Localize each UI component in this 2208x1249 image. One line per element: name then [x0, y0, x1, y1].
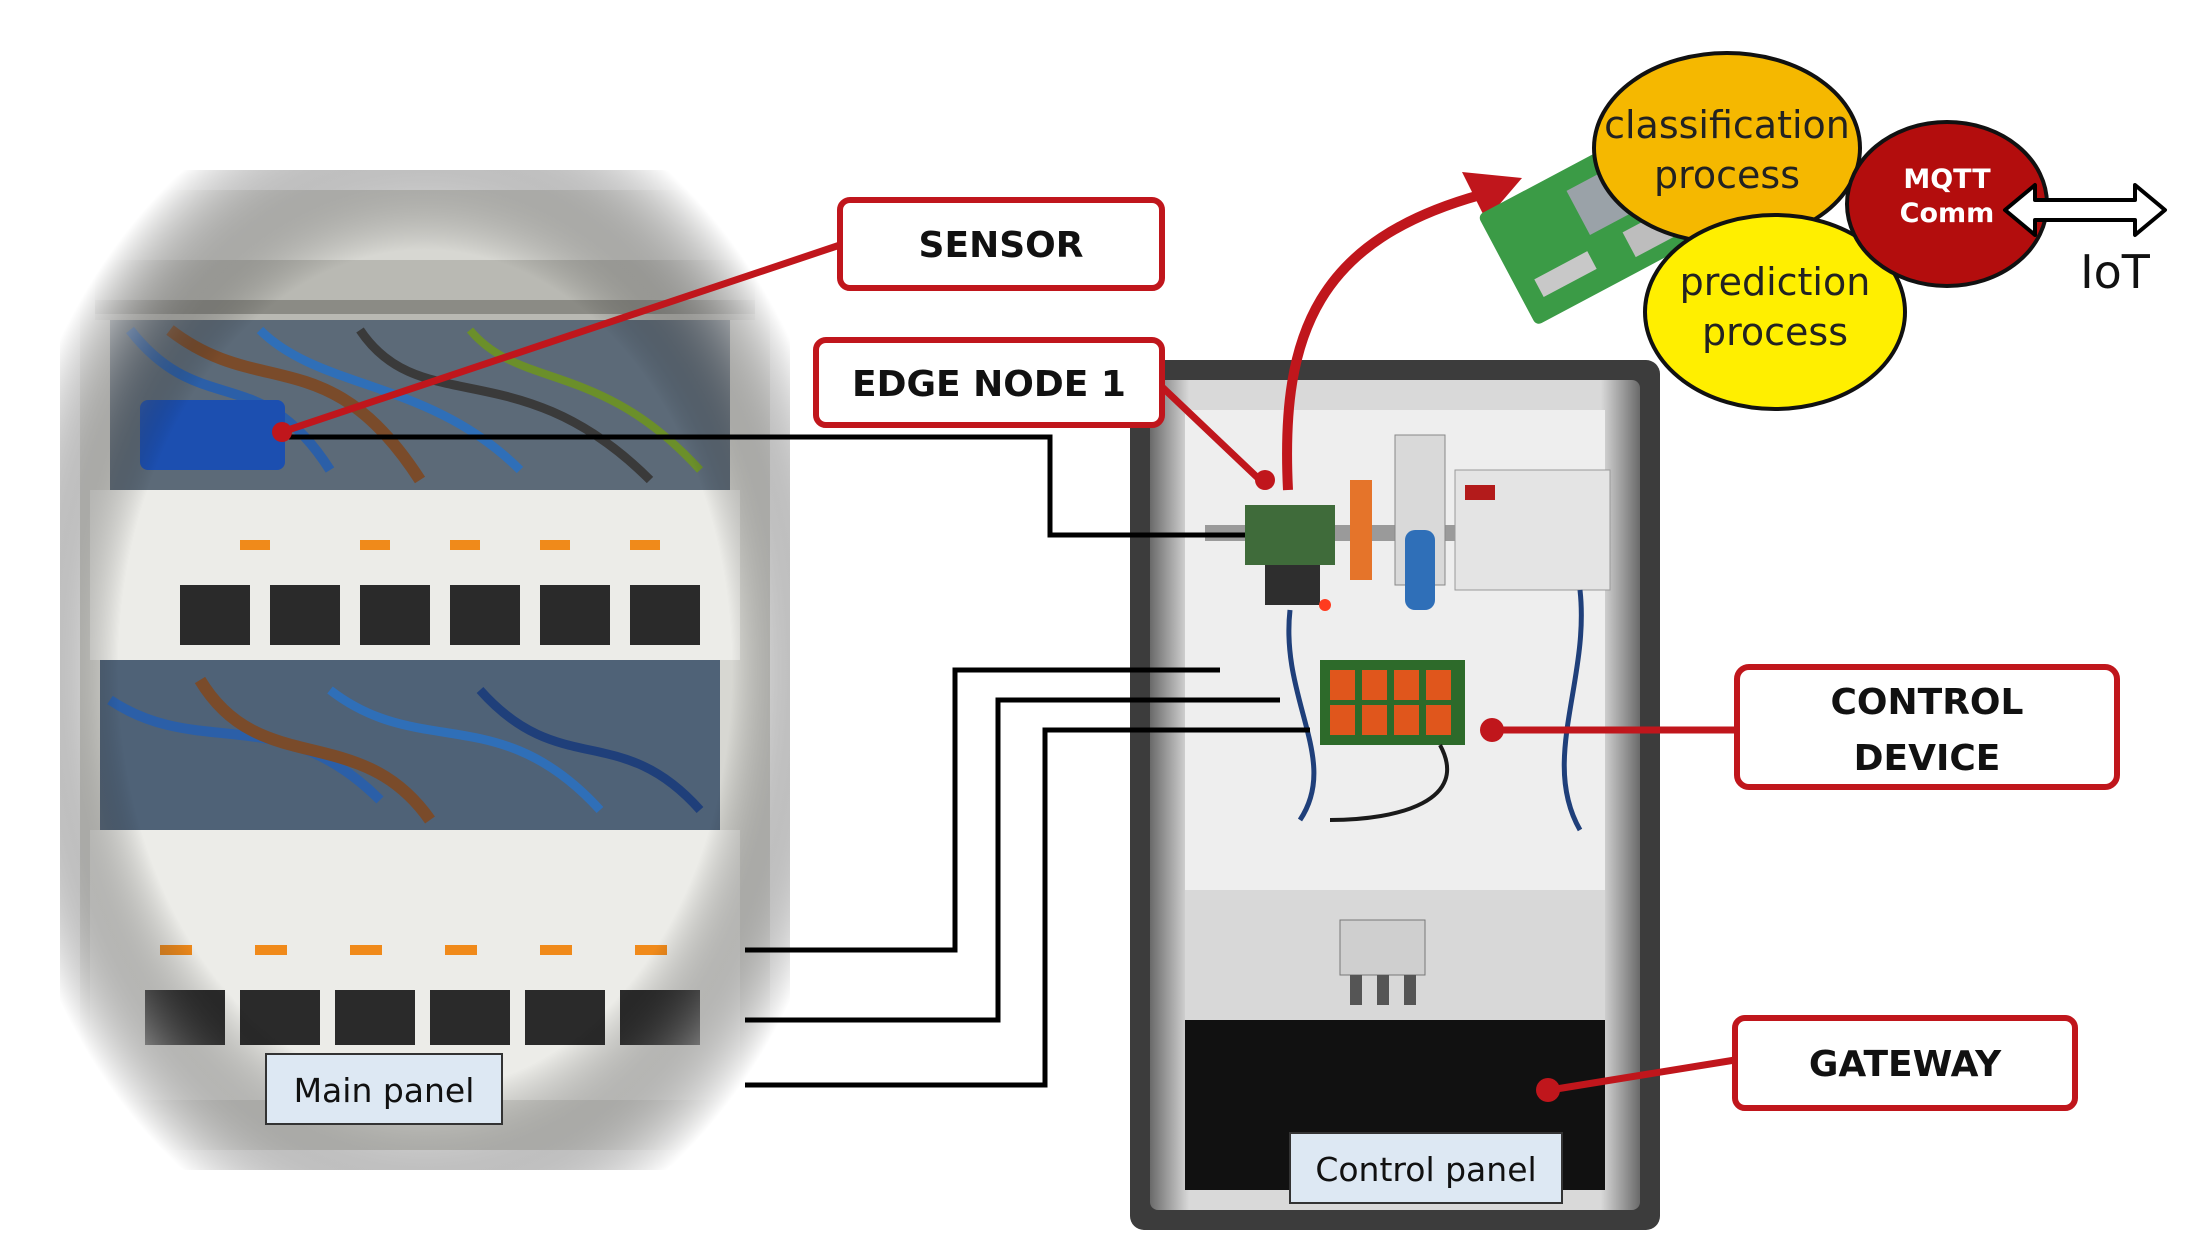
control-panel-photo	[1130, 360, 1660, 1230]
sensor-callout: SENSOR	[837, 197, 1165, 291]
connection-wires	[280, 434, 1310, 1088]
iot-label: IoT	[2080, 245, 2151, 299]
prediction-label-line2: process	[1702, 310, 1848, 354]
control-panel-caption-label: Control panel	[1315, 1150, 1536, 1189]
sensor-callout-label: SENSOR	[919, 225, 1084, 266]
mqtt-label-line2: Comm	[1900, 198, 1995, 229]
control-device-callout-line2: DEVICE	[1854, 738, 2001, 779]
iot-double-arrow-icon	[2003, 183, 2167, 237]
edge-node-callout-label: EDGE NODE 1	[852, 364, 1126, 405]
classification-label-line1: classification	[1604, 103, 1850, 147]
edge-node-callout: EDGE NODE 1	[813, 337, 1165, 428]
prediction-bubble: prediction process	[1643, 213, 1907, 411]
gateway-callout: GATEWAY	[1732, 1015, 2078, 1111]
control-device-callout: CONTROL DEVICE	[1734, 664, 2120, 790]
control-device-callout-line1: CONTROL	[1831, 682, 2024, 723]
callout-pointers	[280, 241, 1736, 1094]
control-panel-caption: Control panel	[1289, 1132, 1563, 1204]
mqtt-label-line1: MQTT	[1903, 164, 1991, 195]
main-panel-photo	[60, 170, 790, 1170]
prediction-label-line1: prediction	[1680, 260, 1871, 304]
classification-bubble: classification process	[1592, 51, 1862, 245]
gateway-callout-label: GATEWAY	[1809, 1044, 2002, 1085]
edge-node-board	[1245, 505, 1335, 565]
edge-to-pi-arrow	[1282, 190, 1482, 491]
callout-pointer-dots	[272, 422, 1560, 1102]
classification-label-line2: process	[1654, 153, 1800, 197]
edge-to-pi-arrow-head	[1462, 172, 1522, 220]
main-panel-caption: Main panel	[265, 1053, 503, 1125]
main-panel-caption-label: Main panel	[294, 1071, 475, 1110]
